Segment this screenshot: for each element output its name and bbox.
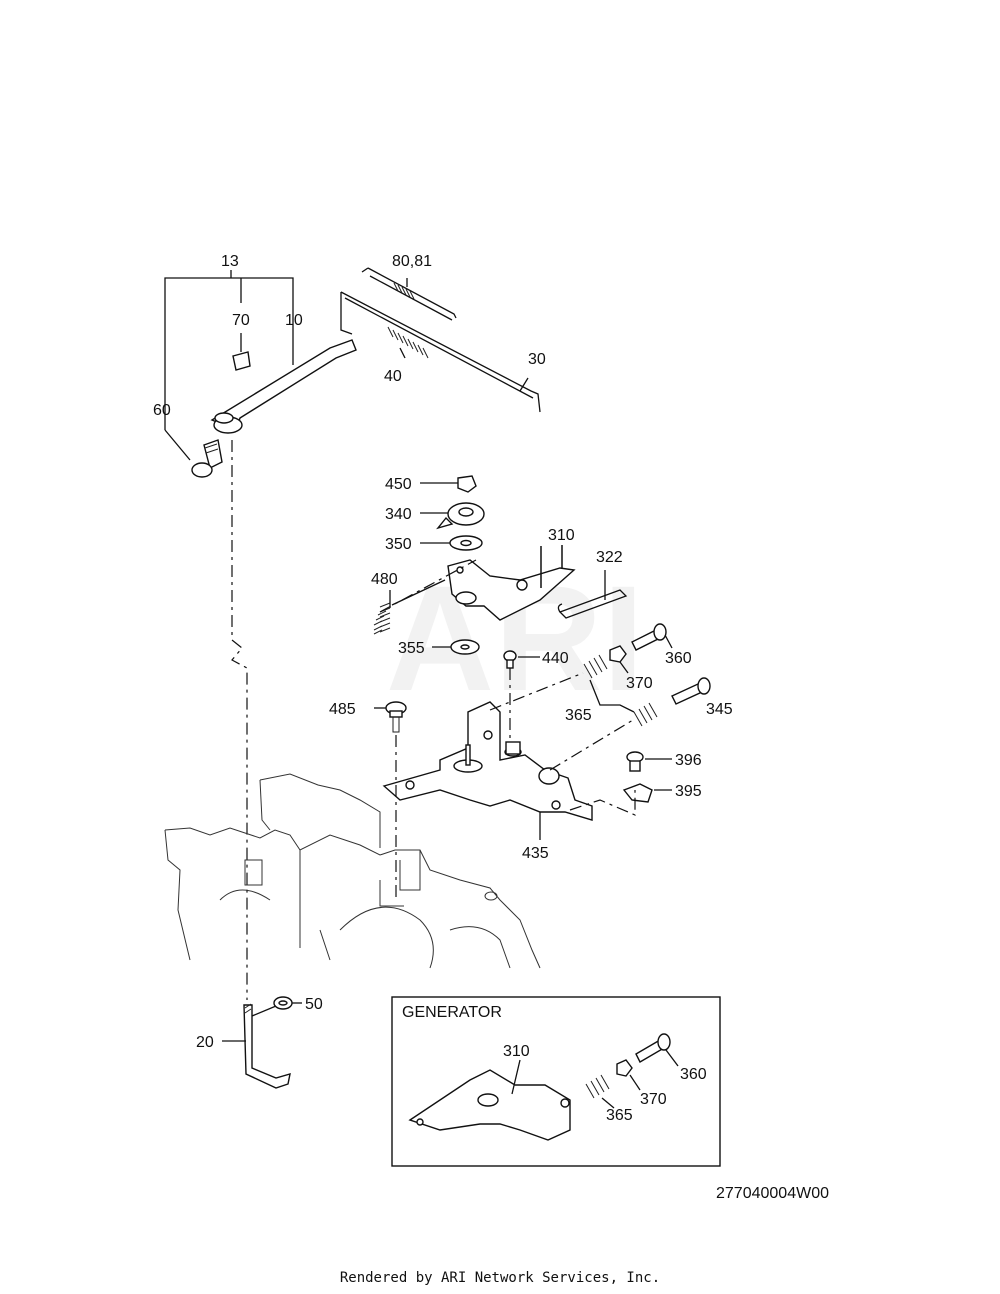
label-20: 20 xyxy=(196,1034,214,1051)
label-340: 340 xyxy=(385,506,412,523)
governor-rod-group xyxy=(340,267,541,413)
footer-credit: Rendered by ARI Network Services, Inc. xyxy=(339,1270,661,1286)
nut-450 xyxy=(420,475,477,493)
centerline-arm-shaft xyxy=(231,440,248,1000)
label-30: 30 xyxy=(528,351,546,368)
screw-396 xyxy=(626,751,672,772)
label-322: 322 xyxy=(596,549,623,566)
part-labels: 13 70 10 60 80,81 40 30 450 340 350 310 … xyxy=(153,253,733,1124)
governor-arm-assembly xyxy=(164,270,357,478)
lever-310 xyxy=(447,545,576,621)
label-365: 365 xyxy=(565,707,592,724)
spring-365 xyxy=(583,654,658,727)
label-13: 13 xyxy=(221,253,239,270)
governor-arm-10 xyxy=(210,339,357,431)
clip-50 xyxy=(251,996,302,1017)
gen-label-310: 310 xyxy=(503,1043,530,1060)
label-10: 10 xyxy=(285,312,303,329)
washer-350 xyxy=(420,535,483,551)
label-440: 440 xyxy=(542,650,569,667)
nut-70 xyxy=(232,351,251,371)
label-435: 435 xyxy=(522,845,549,862)
bolt-345 xyxy=(671,677,711,705)
engine-block-ghost xyxy=(164,773,541,969)
label-40: 40 xyxy=(384,368,402,385)
label-350: 350 xyxy=(385,536,412,553)
label-50: 50 xyxy=(305,996,323,1013)
gen-label-370: 370 xyxy=(640,1091,667,1108)
label-310: 310 xyxy=(548,527,575,544)
label-396: 396 xyxy=(675,752,702,769)
bolt-485 xyxy=(374,701,407,733)
label-345: 345 xyxy=(706,701,733,718)
label-485: 485 xyxy=(329,701,356,718)
generator-title: GENERATOR xyxy=(402,1004,502,1021)
label-480: 480 xyxy=(371,571,398,588)
generator-inset: GENERATOR xyxy=(391,996,721,1167)
spring-40 xyxy=(387,326,429,359)
bolt-60 xyxy=(191,439,223,478)
nut-370 xyxy=(609,645,629,674)
bracket-435 xyxy=(382,701,593,840)
bolt-440 xyxy=(503,650,540,669)
label-450: 450 xyxy=(385,476,412,493)
label-355: 355 xyxy=(398,640,425,657)
gen-label-365: 365 xyxy=(606,1107,633,1124)
washer-355 xyxy=(432,639,480,655)
label-370: 370 xyxy=(626,675,653,692)
label-80-81: 80,81 xyxy=(392,253,432,270)
diagram-code: 277040004W00 xyxy=(716,1185,829,1202)
spring-480 xyxy=(373,579,446,635)
plate-340 xyxy=(420,502,485,530)
gen-label-360: 360 xyxy=(680,1066,707,1083)
bolt-360 xyxy=(631,623,673,651)
label-395: 395 xyxy=(675,783,702,800)
clip-395 xyxy=(622,783,672,803)
governor-shaft-20 xyxy=(222,1003,291,1089)
label-360: 360 xyxy=(665,650,692,667)
label-70: 70 xyxy=(232,312,250,329)
label-60: 60 xyxy=(153,402,171,419)
spring-322 xyxy=(557,570,628,619)
spring-80-81 xyxy=(393,282,415,300)
